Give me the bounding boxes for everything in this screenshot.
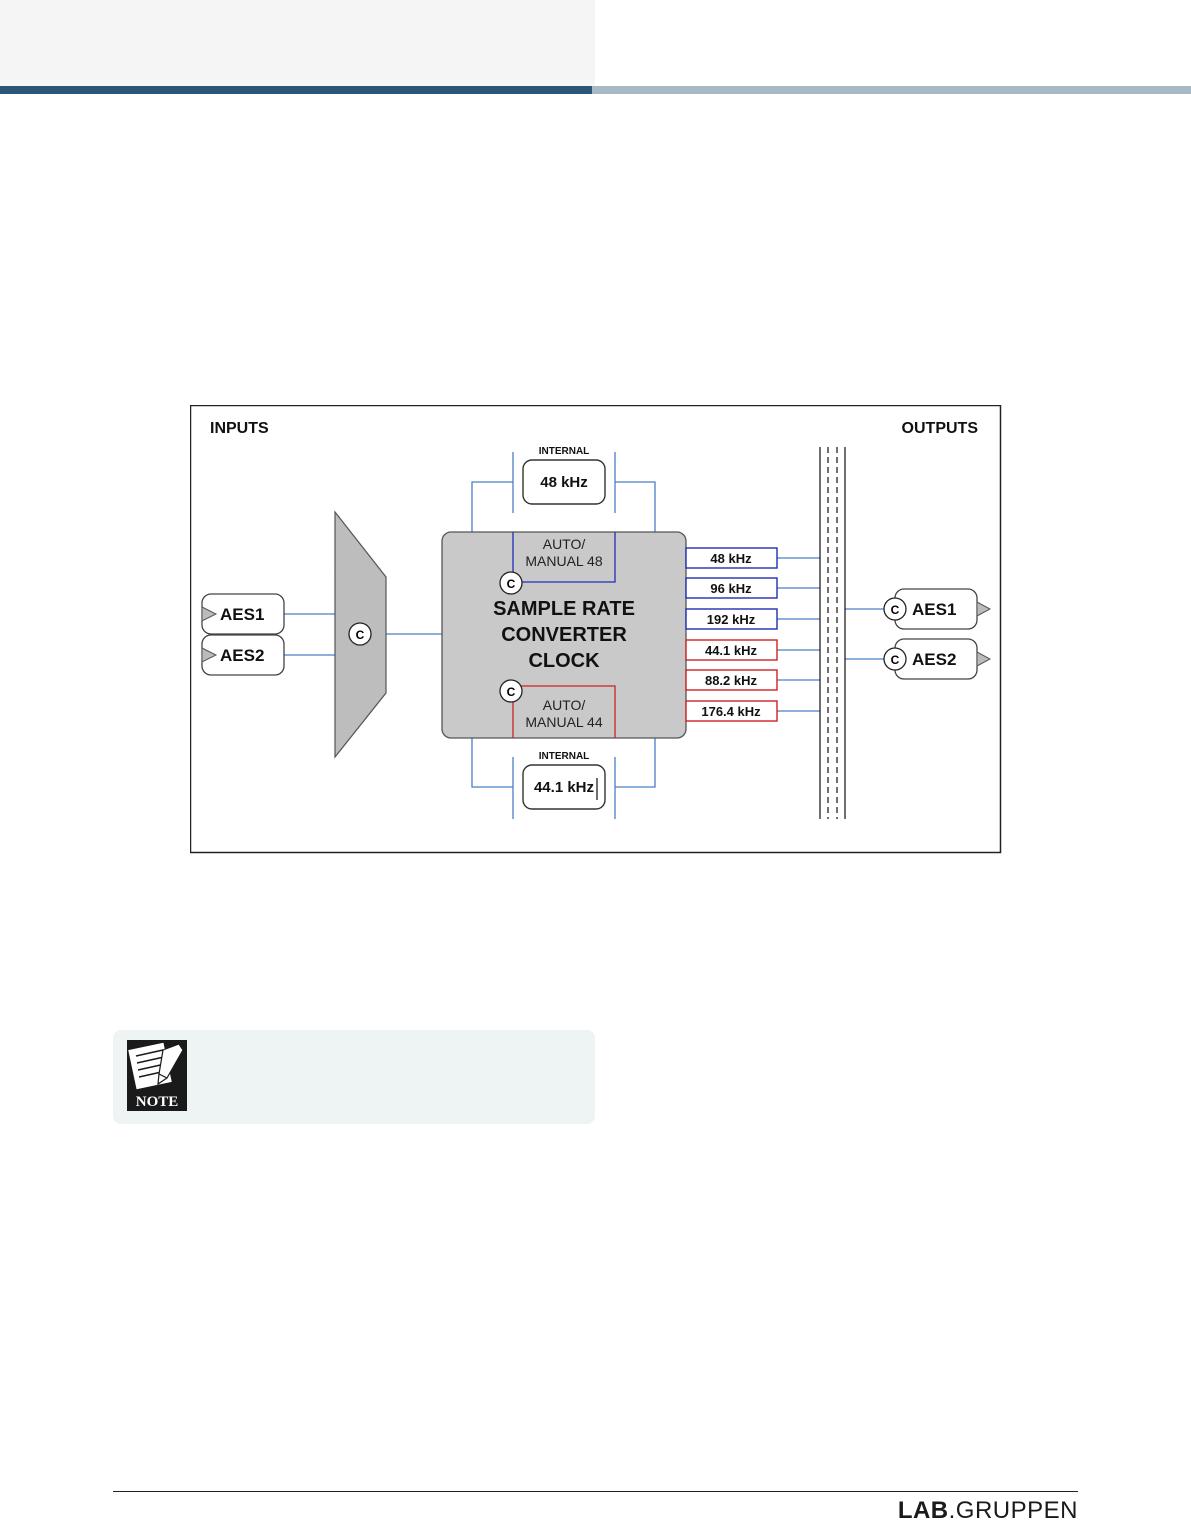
rate-44-1khz: 44.1 kHz <box>685 639 778 661</box>
internal-48khz-box: 48 kHz <box>522 459 606 505</box>
svg-text:C: C <box>891 653 900 667</box>
input-aes1: AES1 <box>201 593 285 635</box>
inputs-label: INPUTS <box>210 420 269 437</box>
footer-rule <box>113 1491 1078 1492</box>
rate-96khz: 96 kHz <box>685 577 778 599</box>
svg-text:C: C <box>507 577 516 591</box>
src-title-line1: SAMPLE RATE <box>493 598 635 620</box>
logo-gruppen: .GRUPPEN <box>948 1497 1078 1524</box>
rate-192khz: 192 kHz <box>685 608 778 630</box>
auto-48-line1: AUTO/ <box>543 536 586 552</box>
auto-48-clock-symbol: C <box>499 571 523 595</box>
input-aes2: AES2 <box>201 634 285 676</box>
svg-text:C: C <box>507 685 516 699</box>
rate-wires <box>777 557 884 712</box>
output-aes2: C AES2 <box>883 638 992 680</box>
svg-text:44.1 kHz: 44.1 kHz <box>705 643 758 658</box>
auto-44-region <box>512 685 616 738</box>
note-box: NOTE <box>113 1030 595 1124</box>
input-wires <box>284 613 442 656</box>
note-badge: NOTE <box>136 1094 179 1110</box>
internal-44khz-box: 44.1 kHz <box>522 764 606 810</box>
rate-176-4khz: 176.4 kHz <box>685 700 778 722</box>
svg-text:88.2 kHz: 88.2 kHz <box>705 673 758 688</box>
header-rule-light <box>592 86 1191 94</box>
internal-wires <box>471 452 656 819</box>
outputs-label: OUTPUTS <box>902 420 979 437</box>
clock-diagram: INPUTS OUTPUTS AES1 AES2 C INTERNAL 48 <box>190 405 1002 854</box>
header-rule-dark <box>0 86 592 94</box>
svg-text:AES2: AES2 <box>912 650 956 669</box>
src-title-line2: CONVERTER <box>501 624 627 646</box>
svg-text:C: C <box>356 628 365 642</box>
svg-text:192 kHz: 192 kHz <box>707 612 756 627</box>
svg-text:C: C <box>891 603 900 617</box>
auto-44-clock-symbol: C <box>499 679 523 703</box>
svg-text:48 kHz: 48 kHz <box>710 551 752 566</box>
selector-clock-symbol: C <box>348 622 372 646</box>
svg-text:AES1: AES1 <box>912 600 956 619</box>
internal-44-label: INTERNAL <box>539 751 590 762</box>
auto-48-line2: MANUAL 48 <box>525 553 603 569</box>
logo-lab: LAB <box>897 1497 949 1524</box>
svg-text:AES2: AES2 <box>220 646 264 665</box>
internal-48-label: INTERNAL <box>539 446 590 457</box>
auto-48-region <box>512 532 616 583</box>
clock-bus <box>819 447 846 819</box>
src-title-line3: CLOCK <box>528 650 600 672</box>
svg-text:AES1: AES1 <box>220 605 264 624</box>
auto-44-line2: MANUAL 44 <box>525 714 603 730</box>
rate-88-2khz: 88.2 kHz <box>685 669 778 691</box>
header-panel <box>0 0 595 88</box>
output-aes1: C AES1 <box>883 588 992 630</box>
svg-text:44.1 kHz: 44.1 kHz <box>534 779 594 796</box>
svg-text:48 kHz: 48 kHz <box>540 474 588 491</box>
svg-text:96 kHz: 96 kHz <box>710 581 752 596</box>
lab-gruppen-logo: LAB.GRUPPEN <box>898 1499 1078 1523</box>
note-icon: NOTE <box>127 1040 187 1111</box>
auto-44-line1: AUTO/ <box>543 697 586 713</box>
rate-48khz: 48 kHz <box>685 547 778 569</box>
svg-text:176.4 kHz: 176.4 kHz <box>701 704 761 719</box>
